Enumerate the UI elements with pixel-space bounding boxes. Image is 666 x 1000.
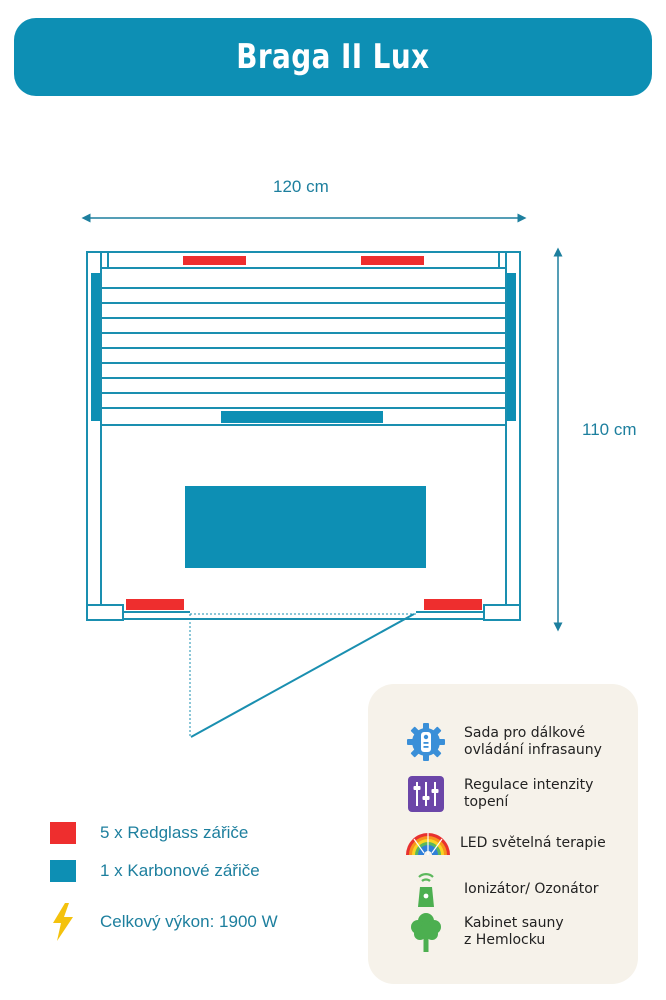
front-left-post: [86, 604, 124, 621]
legend-carbon-label: 1 x Karbonové zářiče: [100, 861, 260, 880]
redglass-heater: [183, 256, 246, 265]
carbon-heaters: [91, 273, 516, 568]
door-leaf: [190, 613, 415, 738]
redglass-heaters: [126, 256, 482, 610]
sliders-icon: [398, 774, 454, 814]
sauna-outer-wall: [86, 251, 521, 620]
legend-redglass-label: 5 x Redglass zářiče: [100, 823, 249, 842]
legend-power: Celkový výkon: 1900 W: [50, 903, 278, 941]
front-right-post: [483, 604, 521, 621]
feature-led: LED světelná terapie: [368, 823, 638, 863]
redglass-heater: [126, 599, 184, 610]
feature-ionizer-line1: Ionizátor/ Ozonátor: [464, 880, 599, 897]
door-swing: [189, 613, 416, 736]
depth-label: 110 cm: [582, 420, 637, 439]
page-title: Braga II Lux: [236, 37, 430, 77]
redglass-heater: [424, 599, 482, 610]
feature-cabinet-line1: Kabinet sauny: [464, 915, 564, 931]
bench-slats: [101, 287, 506, 409]
carbon-heater-right: [507, 273, 516, 421]
feature-intensity-line2: topení: [464, 794, 509, 810]
redglass-heater: [361, 256, 424, 265]
legend-redglass: 5 x Redglass zářiče: [50, 822, 248, 844]
carbon-swatch: [50, 860, 76, 882]
rainbow-icon: [402, 823, 454, 863]
title-banner: Braga II Lux: [14, 18, 652, 96]
carbon-heater-bench: [221, 411, 383, 423]
tree-icon: [398, 912, 454, 952]
legend-power-label: Celkový výkon: 1900 W: [100, 912, 278, 931]
feature-ionizer: Ionizátor/ Ozonátor: [368, 869, 638, 909]
bench: [100, 267, 507, 426]
carbon-heater-floor: [185, 486, 426, 568]
feature-cabinet-line2: z Hemlocku: [464, 932, 546, 948]
feature-intensity-line1: Regulace intenzity: [464, 777, 594, 793]
feature-remote-line1: Sada pro dálkové: [464, 725, 586, 741]
lightning-icon: [50, 903, 76, 941]
carbon-heater-left: [91, 273, 100, 421]
red-swatch: [50, 822, 76, 844]
ionizer-icon: [398, 869, 454, 909]
feature-led-line1: LED světelná terapie: [460, 834, 606, 851]
width-label: 120 cm: [273, 177, 329, 196]
legend-carbon: 1 x Karbonové zářiče: [50, 860, 260, 882]
feature-remote-line2: ovládání infrasauny: [464, 742, 602, 758]
remote-gear-icon: [398, 722, 454, 762]
